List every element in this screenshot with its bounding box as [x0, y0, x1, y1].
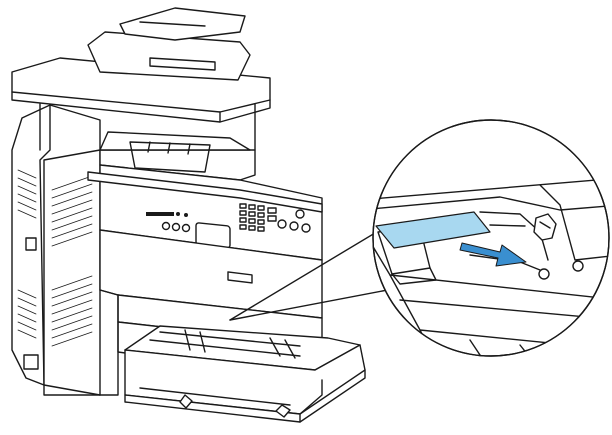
printer-left-column — [43, 149, 101, 396]
printer — [11, 7, 366, 423]
scanner-unit — [11, 57, 271, 151]
output-tray — [99, 131, 256, 181]
direction-arrow — [459, 242, 527, 267]
document-feeder — [87, 7, 251, 81]
printer-body — [87, 164, 323, 261]
paper-sheet — [375, 211, 491, 249]
paper-tray — [124, 325, 366, 423]
zoom-callout — [372, 119, 610, 357]
keypad — [239, 203, 277, 232]
control-panel — [146, 203, 311, 249]
printer-side-panel — [11, 104, 101, 386]
